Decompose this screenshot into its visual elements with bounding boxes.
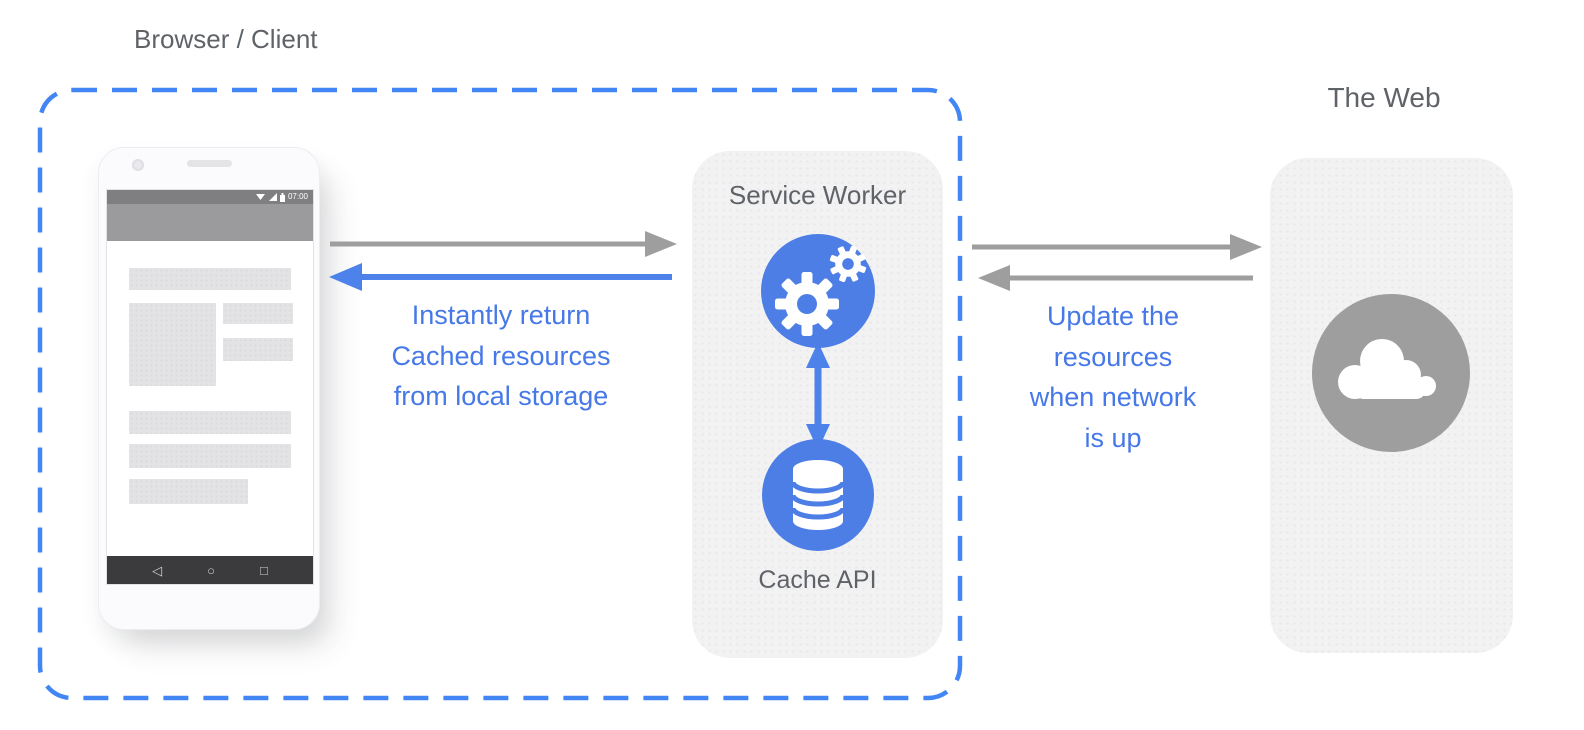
placeholder-block xyxy=(129,444,291,468)
status-bar: 07:00 xyxy=(107,190,313,204)
note-line: from local storage xyxy=(393,381,609,411)
fetch-request-arrow xyxy=(330,231,677,257)
network-update-note: Update the resources when network is up xyxy=(983,296,1243,458)
nav-bar: ◁ ○ □ xyxy=(107,556,313,584)
placeholder-block xyxy=(129,268,291,290)
browser-client-title: Browser / Client xyxy=(134,24,318,54)
note-line: is up xyxy=(1084,422,1142,453)
note-line: Instantly return xyxy=(411,300,591,330)
placeholder-block xyxy=(129,303,216,386)
placeholder-block xyxy=(129,411,291,434)
web-panel xyxy=(1270,158,1513,653)
cache-api-label: Cache API xyxy=(758,566,877,594)
web-title: The Web xyxy=(1327,82,1441,113)
note-line: Update the xyxy=(1046,301,1180,331)
note-line: when network xyxy=(1029,382,1197,412)
placeholder-block xyxy=(223,303,293,324)
app-bar xyxy=(107,204,313,241)
home-icon: ○ xyxy=(207,562,215,578)
wifi-icon xyxy=(255,194,265,200)
network-response-arrow xyxy=(978,265,1253,291)
back-icon: ◁ xyxy=(152,562,163,578)
placeholder-block xyxy=(223,338,293,361)
cached-response-arrow xyxy=(329,263,672,291)
network-request-arrow xyxy=(972,234,1262,260)
cached-response-note: Instantly return Cached resources from l… xyxy=(336,295,666,417)
phone-screen: 07:00 ◁ ○ □ xyxy=(106,189,314,585)
service-worker-panel: Service Worker Cache API xyxy=(692,151,943,658)
front-camera-icon xyxy=(132,159,144,171)
service-worker-title: Service Worker xyxy=(728,180,907,210)
phone-mockup: 07:00 ◁ ○ □ xyxy=(98,147,320,630)
signal-icon xyxy=(268,193,277,201)
note-line: Cached resources xyxy=(391,340,611,371)
note-line: resources xyxy=(1053,341,1173,372)
recent-apps-icon: □ xyxy=(260,562,268,578)
status-time: 07:00 xyxy=(287,192,308,201)
placeholder-block xyxy=(129,479,248,504)
speaker-grill xyxy=(187,160,232,167)
battery-icon xyxy=(279,192,285,202)
